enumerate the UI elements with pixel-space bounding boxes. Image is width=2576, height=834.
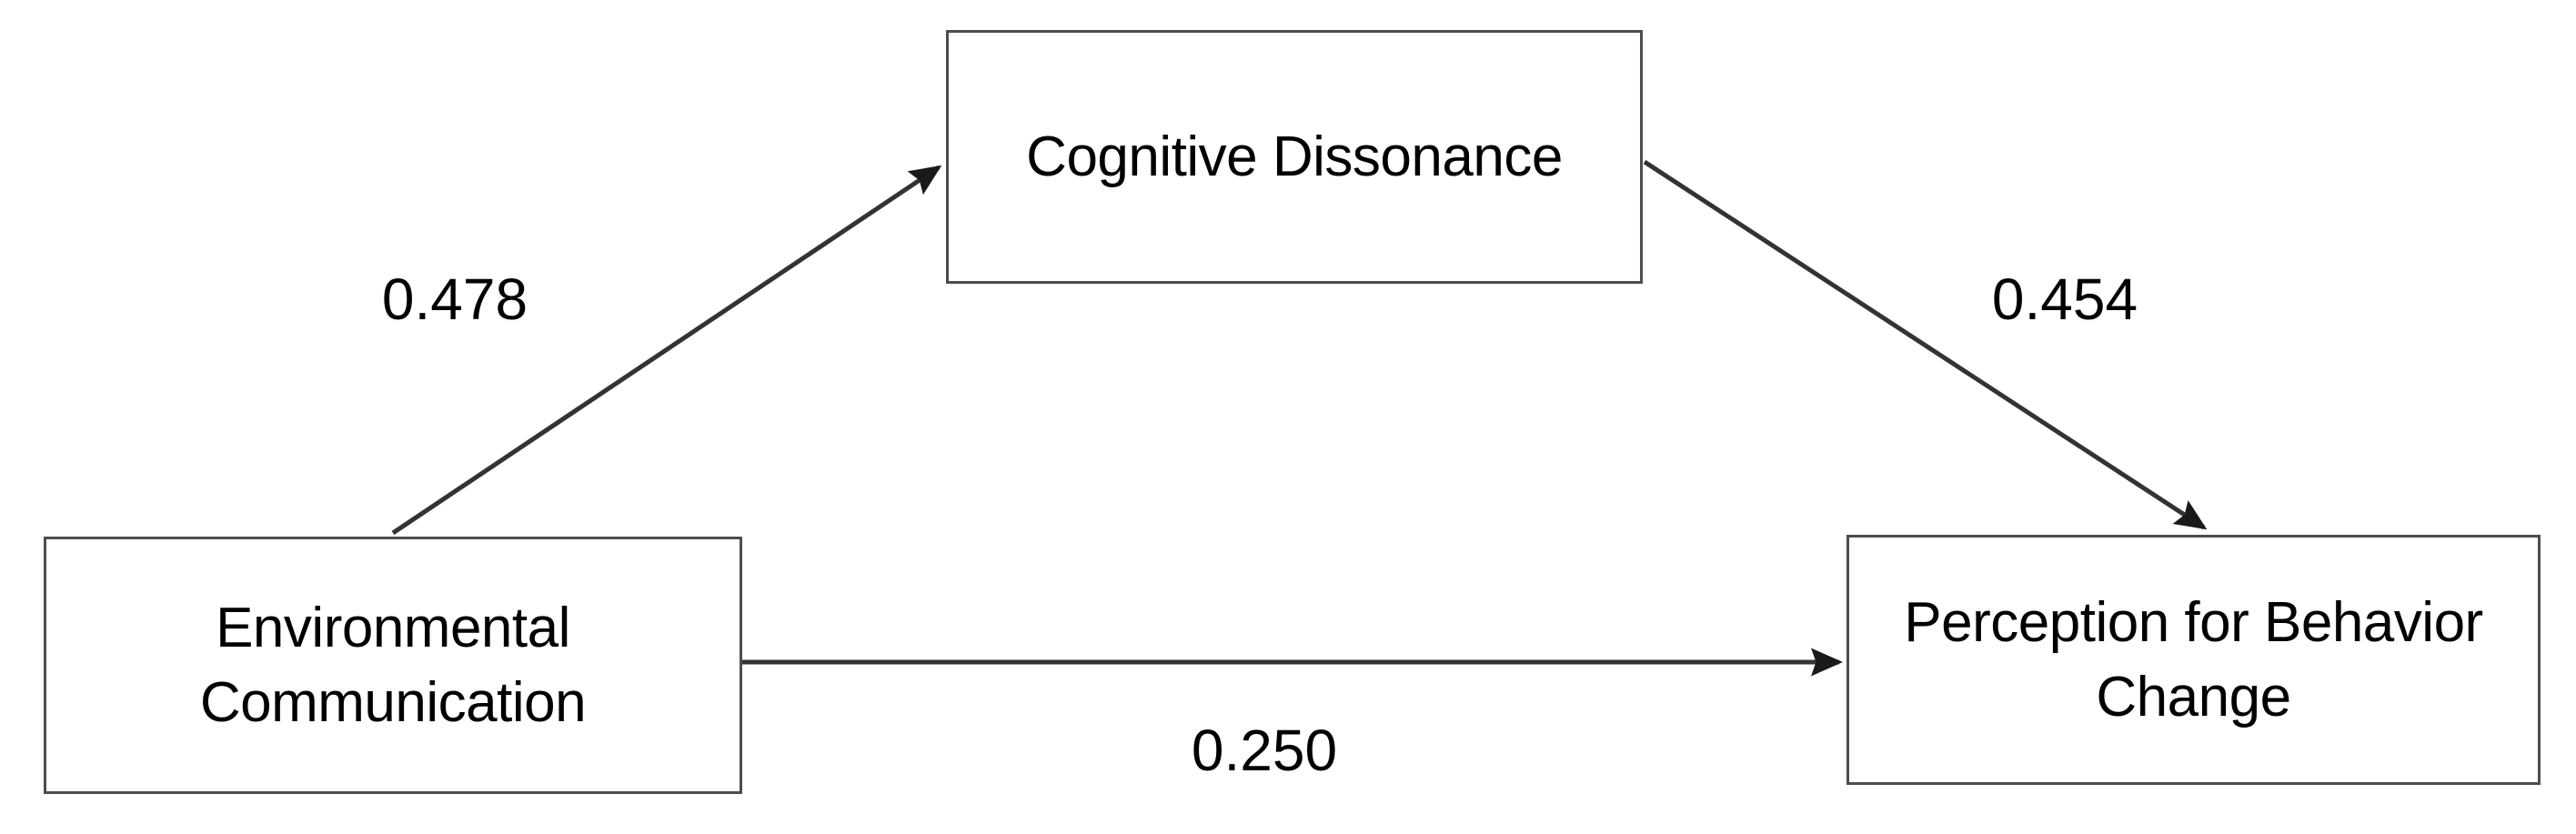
path-coefficient-b: 0.454: [1991, 266, 2138, 332]
path-coefficient-c: 0.250: [1191, 718, 1338, 783]
node-label-perception-behavior-change: Perception for Behavior Change: [1904, 590, 2483, 728]
node-perception-behavior-change: Perception for Behavior Change: [1846, 535, 2541, 785]
arrow-a-path: [391, 165, 942, 536]
node-label-cognitive-dissonance: Cognitive Dissonance: [1026, 125, 1563, 188]
node-environmental-communication: Environmental Communication: [44, 537, 742, 794]
node-label-environmental-communication: Environmental Communication: [199, 596, 587, 734]
node-cognitive-dissonance: Cognitive Dissonance: [946, 30, 1643, 284]
path-coefficient-a: 0.478: [381, 266, 528, 332]
arrow-b-path: [1643, 159, 2208, 530]
